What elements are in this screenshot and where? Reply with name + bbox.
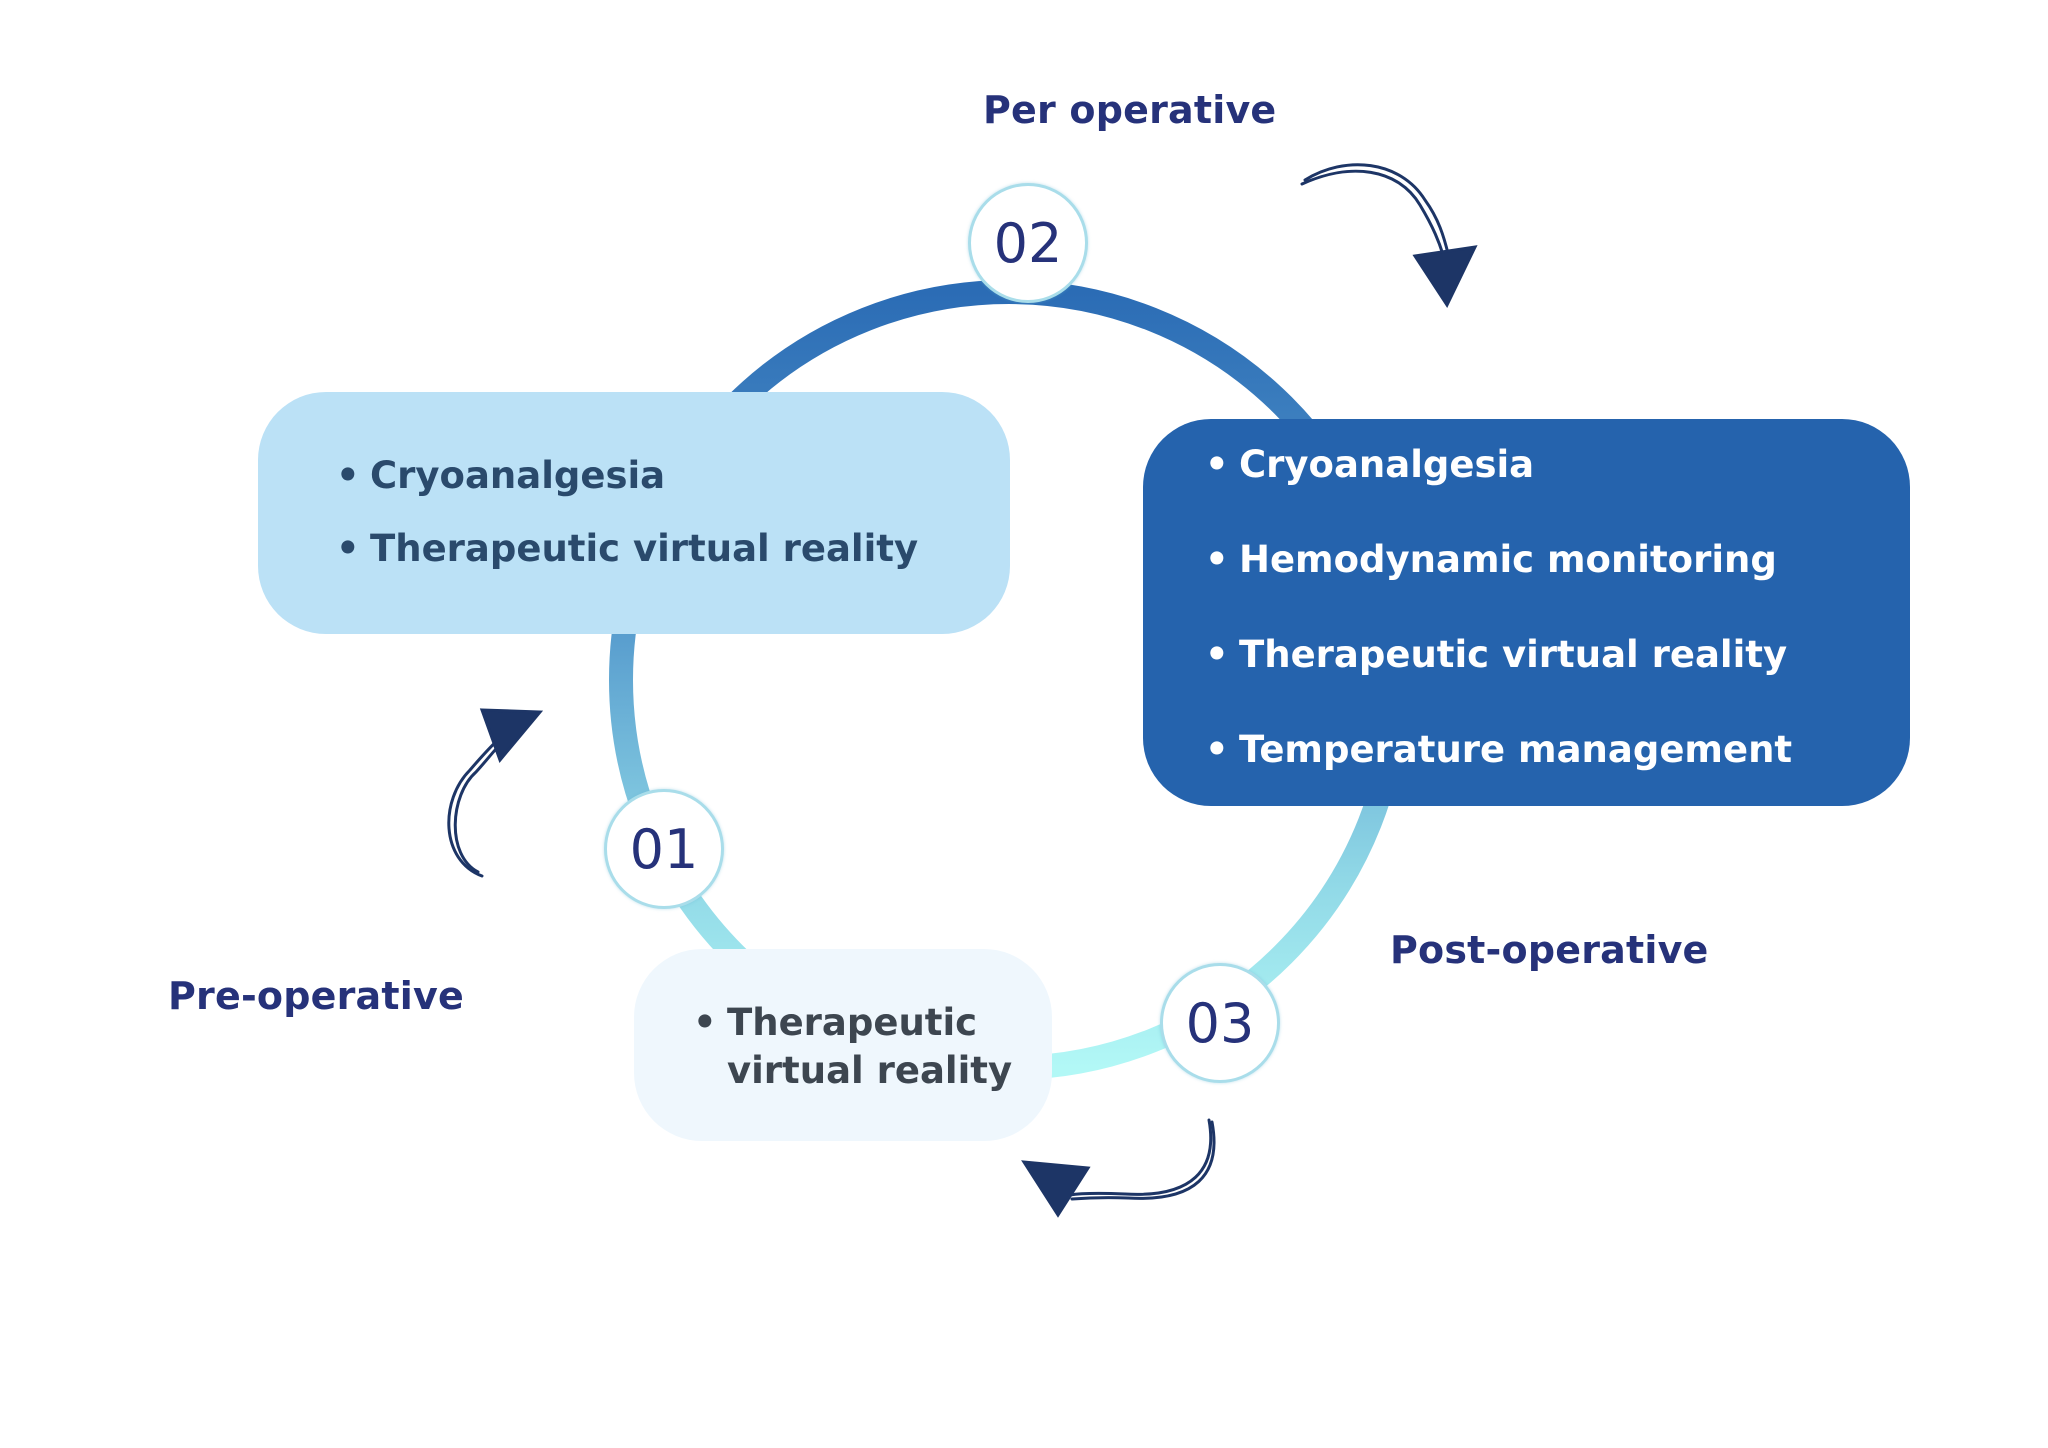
phase-label-per-operative: Per operative: [983, 88, 1277, 132]
pre-operative-card: •Cryoanalgesia •Therapeutic virtual real…: [258, 392, 1010, 634]
post-operative-list: •Therapeutic virtual reality: [693, 999, 1052, 1095]
bullet-icon: •: [1205, 633, 1229, 676]
list-item: •Therapeutic virtual reality: [1205, 633, 1910, 676]
pre-operative-list: •Cryoanalgesia •Therapeutic virtual real…: [336, 454, 1010, 570]
list-item: •Therapeutic virtual reality: [693, 999, 1017, 1095]
step-badge-02: 02: [968, 183, 1088, 303]
list-item: •Cryoanalgesia: [336, 454, 1010, 497]
list-item-text: Therapeutic virtual reality: [370, 527, 919, 570]
step-badge-01: 01: [604, 789, 724, 909]
bullet-icon: •: [336, 527, 360, 570]
list-item: •Therapeutic virtual reality: [336, 527, 1010, 570]
list-item-text: Temperature management: [1239, 728, 1793, 771]
bullet-icon: •: [1205, 538, 1229, 581]
list-item-text: Hemodynamic monitoring: [1239, 538, 1777, 581]
per-operative-card: •Cryoanalgesia •Hemodynamic monitoring •…: [1143, 419, 1910, 806]
cycle-arrow-icon: [1300, 163, 1478, 309]
list-item: •Temperature management: [1205, 728, 1910, 771]
list-item-text: Therapeutic virtual reality: [727, 1001, 1013, 1092]
list-item: •Cryoanalgesia: [1205, 443, 1910, 486]
bullet-icon: •: [1205, 443, 1229, 486]
list-item-text: Cryoanalgesia: [1239, 443, 1535, 486]
cycle-arrow-icon: [1021, 1118, 1216, 1218]
phase-label-post-operative: Post-operative: [1390, 928, 1709, 972]
list-item-text: Therapeutic virtual reality: [1239, 633, 1788, 676]
post-operative-card: •Therapeutic virtual reality: [634, 949, 1052, 1141]
list-item-text: Cryoanalgesia: [370, 454, 666, 497]
bullet-icon: •: [1205, 728, 1229, 771]
phase-label-pre-operative: Pre-operative: [168, 974, 464, 1018]
per-operative-list: •Cryoanalgesia •Hemodynamic monitoring •…: [1205, 443, 1910, 771]
bullet-icon: •: [336, 454, 360, 497]
cycle-arrow-icon: [447, 708, 544, 878]
bullet-icon: •: [693, 1001, 717, 1044]
step-badge-03: 03: [1160, 963, 1280, 1083]
list-item: •Hemodynamic monitoring: [1205, 538, 1910, 581]
